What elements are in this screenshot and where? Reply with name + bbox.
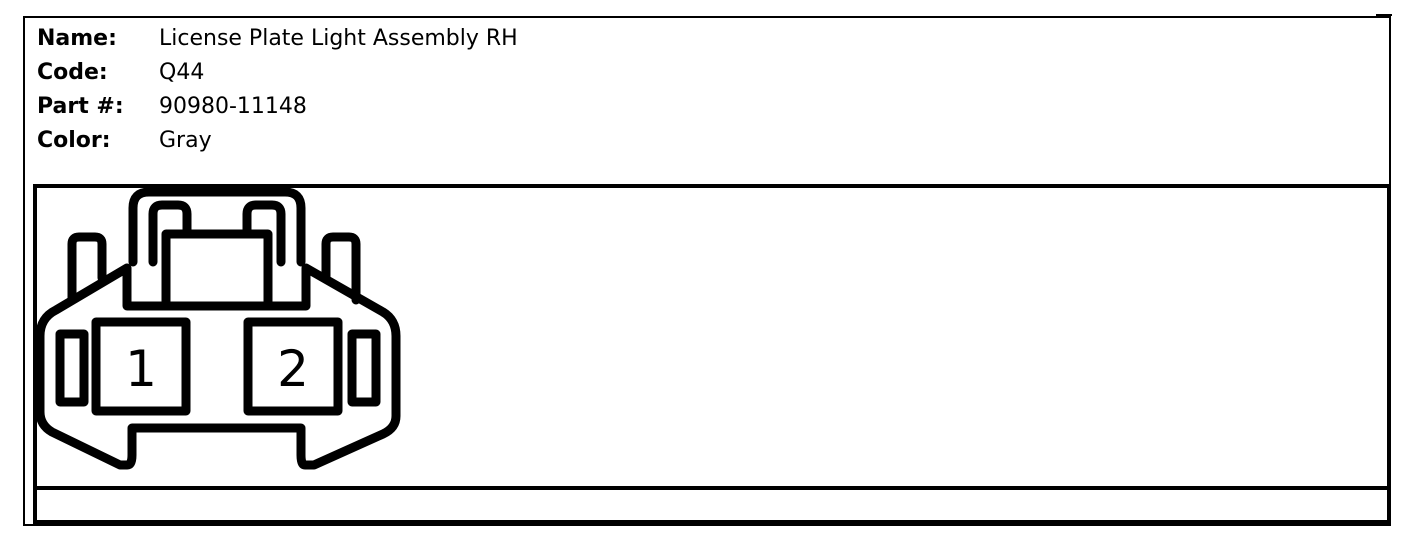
color-label: Color: [37,128,111,153]
right-post [321,232,361,305]
part-number-value: 90980-11148 [159,94,307,119]
frame-rule [1376,14,1392,16]
connector-diagram-box [33,184,1391,524]
color-value: Gray [159,128,212,153]
pin-label-2: 2 [277,340,309,398]
pin-cavity-1 [91,317,191,416]
diagram-divider [33,486,1391,490]
top-lock-tab [128,187,306,267]
top-lock-notch [148,200,192,267]
pin-label-1: 1 [125,340,157,398]
top-lock-notch-right [242,200,286,267]
right-latch [347,329,381,407]
code-label: Code: [37,60,108,85]
name-label: Name: [37,26,117,51]
name-value: License Plate Light Assembly RH [159,26,518,51]
connector-housing [35,263,401,470]
code-value: Q44 [159,60,205,85]
part-number-label: Part #: [37,94,124,119]
pin-cavity-2 [243,317,343,416]
left-post [67,232,107,305]
left-latch [55,329,89,407]
center-block [161,229,273,311]
